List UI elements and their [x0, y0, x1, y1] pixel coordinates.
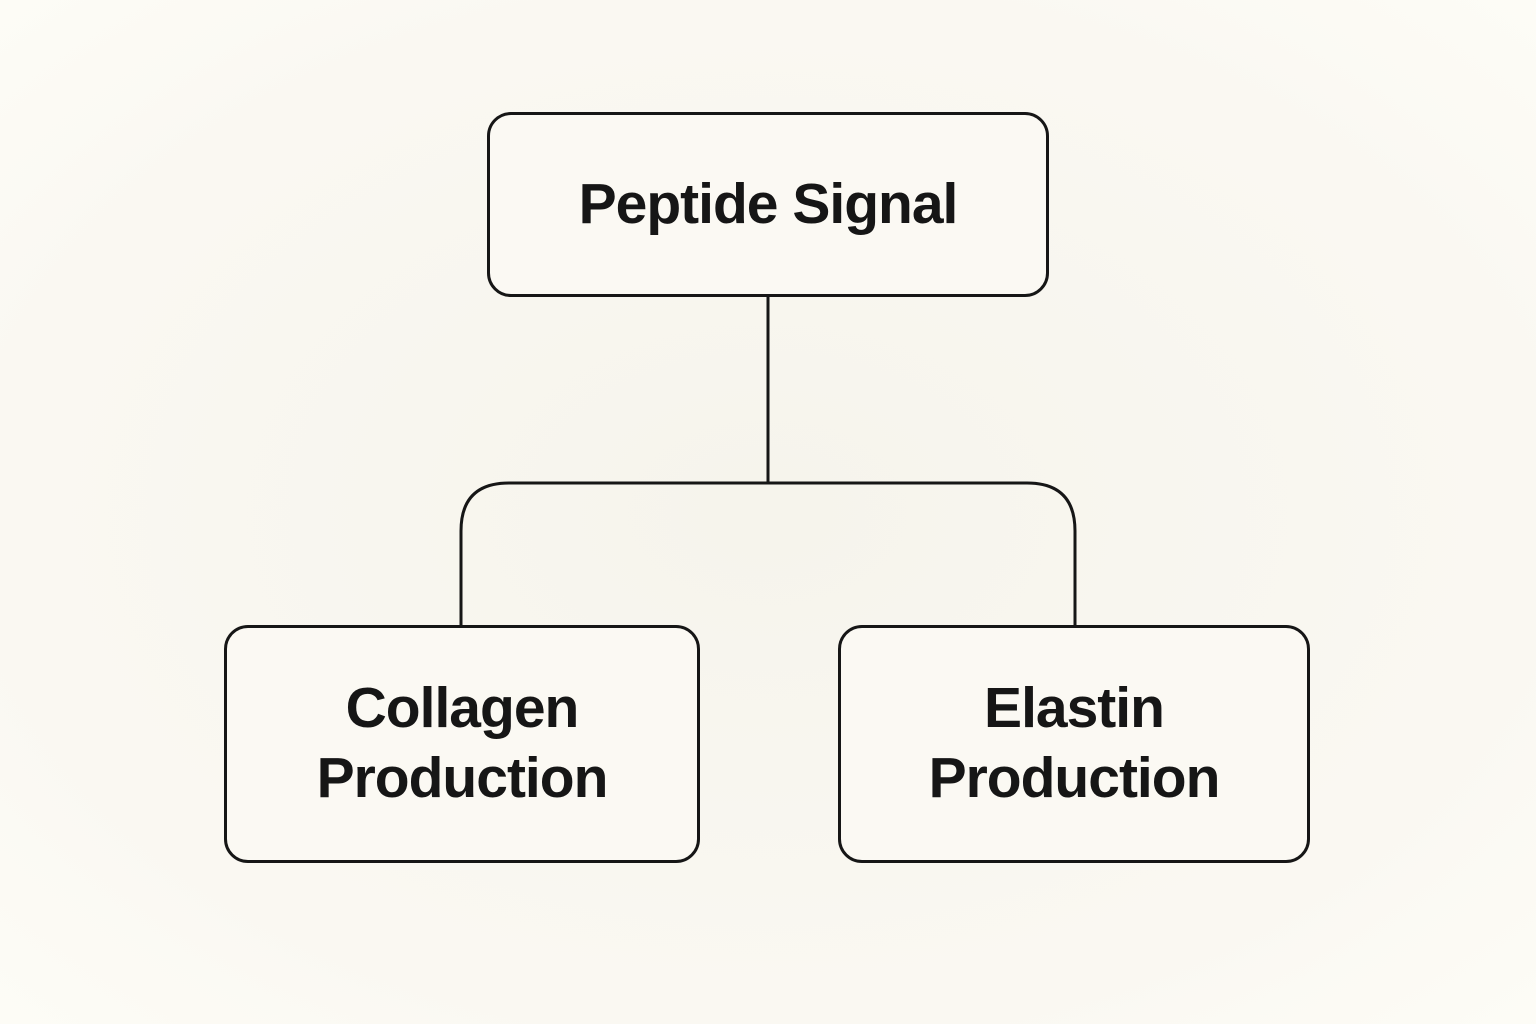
connector-branch-left — [459, 481, 768, 626]
node-collagen-production: Collagen Production — [224, 625, 700, 863]
node-elastin-production: Elastin Production — [838, 625, 1310, 863]
node-collagen-production-label: Collagen Production — [316, 676, 609, 810]
connector-branch-right — [768, 481, 1077, 626]
node-peptide-signal-label: Peptide Signal — [578, 171, 959, 236]
node-peptide-signal: Peptide Signal — [487, 112, 1049, 297]
node-elastin-production-label: Elastin Production — [928, 676, 1221, 810]
